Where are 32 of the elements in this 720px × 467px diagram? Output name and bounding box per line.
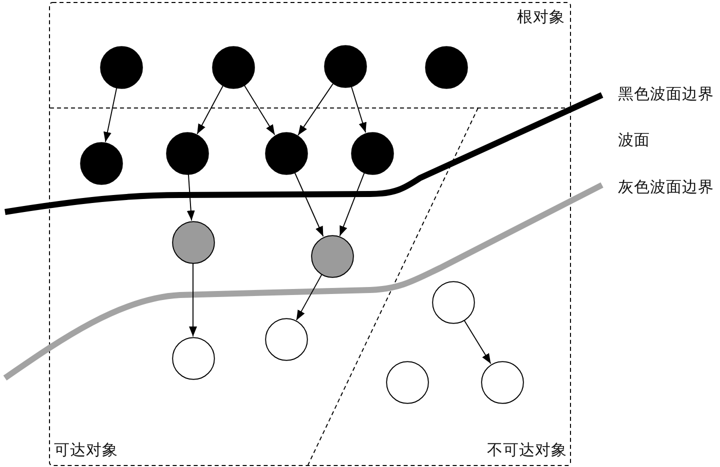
object-circle [80,142,122,184]
region-label: 可达对象 [54,441,118,459]
arrow [350,86,366,133]
arrow [186,174,195,222]
arrow [196,85,224,135]
object-circle [480,360,524,404]
object-circle [310,234,354,278]
object-circle [100,46,142,88]
object-circle [212,46,254,88]
object-circle [264,318,308,360]
arrow [296,274,322,321]
region-label: 根对象 [517,8,565,26]
object-circle [264,132,308,174]
region-label: 波面 [618,131,650,149]
object-circle [432,280,474,324]
object-circle [172,336,214,380]
boundary-label: 灰色波面边界 [618,178,714,196]
object-circle [166,132,208,174]
object-circle [172,220,214,264]
arrow [298,83,334,136]
arrow [464,320,492,364]
boundary-label: 黑色波面边界 [618,85,714,103]
arrow [104,88,118,142]
object-circle [350,132,394,174]
arrow [339,172,365,236]
arrow [294,172,324,237]
arrow [244,84,276,136]
object-circle [424,46,468,88]
object-circle [386,360,428,404]
object-circle [324,44,366,88]
region-label: 不可达对象 [487,441,567,459]
arrow [189,263,197,337]
